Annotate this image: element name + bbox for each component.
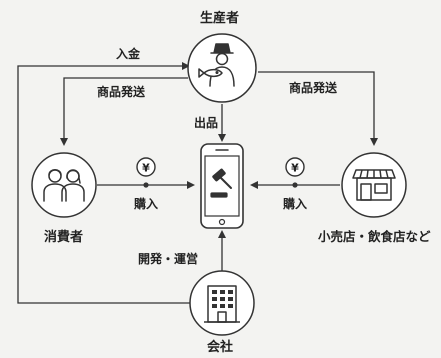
listing-label: 出品 — [194, 116, 219, 130]
payment-label: 入金 — [116, 47, 141, 61]
ship-to-retailer-label: 商品発送 — [289, 81, 338, 95]
consumer-label: 消費者 — [44, 230, 84, 245]
yen-coin-icon: ¥ — [136, 157, 156, 177]
company-label: 会社 — [207, 340, 234, 355]
storefront-icon — [352, 169, 396, 201]
auction-gavel-icon — [210, 168, 232, 198]
couple-icon — [43, 169, 85, 202]
node-consumer — [31, 152, 97, 218]
operate-label: 開発・運営 — [138, 252, 199, 266]
edge-ship-retailer — [258, 71, 378, 146]
node-platform — [200, 143, 244, 229]
yen-symbol: ¥ — [291, 162, 299, 175]
node-producer — [187, 33, 257, 103]
edge-payment — [17, 62, 198, 304]
office-building-icon — [204, 285, 240, 323]
buy-consumer-label: 購入 — [134, 197, 159, 211]
edge-ship-consumer — [60, 77, 188, 146]
producer-label: 生産者 — [200, 11, 240, 26]
buy-retailer-dot — [292, 182, 298, 188]
fisherman-icon — [198, 43, 235, 87]
node-company — [189, 270, 255, 336]
yen-symbol: ¥ — [142, 162, 150, 175]
node-retailer — [341, 152, 407, 218]
ship-to-consumer-label: 商品発送 — [97, 85, 146, 99]
buy-retailer-label: 購入 — [283, 197, 308, 211]
yen-coin-icon: ¥ — [285, 157, 305, 177]
buy-consumer-dot — [143, 182, 149, 188]
retailer-label: 小売店・飲食店など — [318, 229, 431, 244]
